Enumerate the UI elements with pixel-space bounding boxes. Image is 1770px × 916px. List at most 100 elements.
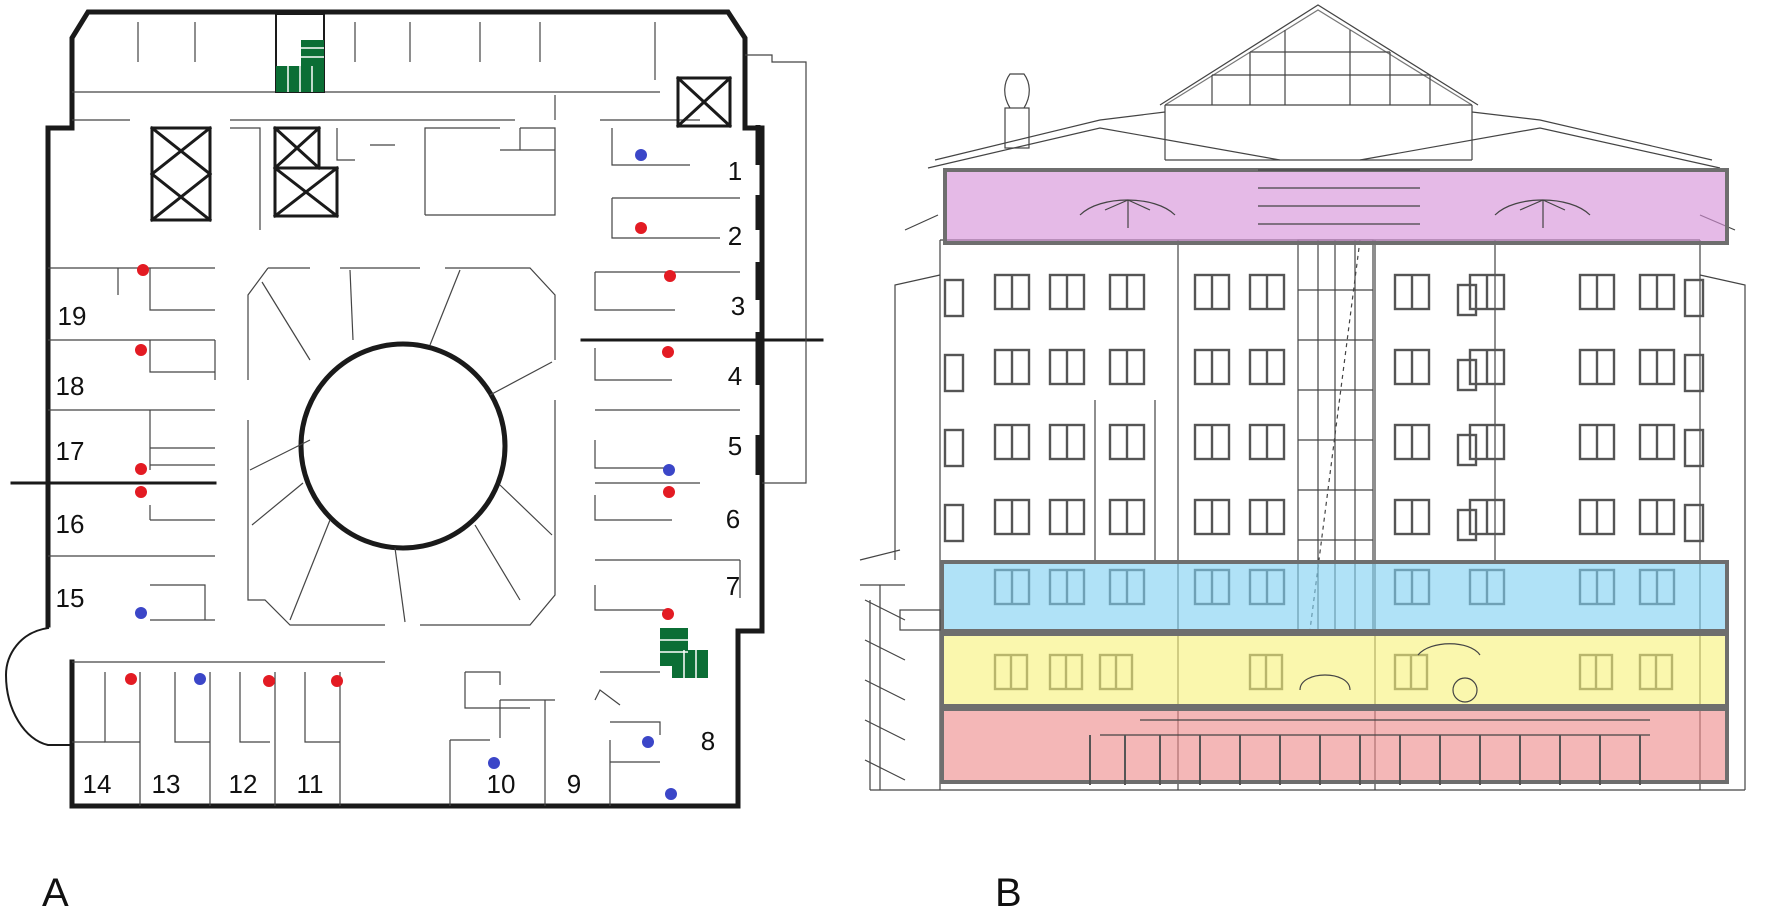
facade-window xyxy=(993,423,1031,461)
facade-window xyxy=(1248,498,1286,536)
facade-elevation-panel xyxy=(859,4,1746,791)
room-number-15: 15 xyxy=(56,583,85,613)
room-number-4: 4 xyxy=(728,361,742,391)
bay-wall xyxy=(4,626,73,746)
room-number-16: 16 xyxy=(56,509,85,539)
room-number-19: 19 xyxy=(58,301,87,331)
facade-window xyxy=(943,278,965,318)
room-number-2: 2 xyxy=(728,221,742,251)
central-offices xyxy=(230,127,556,230)
facade-window xyxy=(1248,273,1286,311)
sensor-markers xyxy=(125,149,677,800)
facade-window xyxy=(1108,273,1146,311)
room-number-14: 14 xyxy=(83,769,112,799)
sensor-marker xyxy=(135,486,147,498)
facade-window xyxy=(1393,273,1431,311)
sensor-marker xyxy=(664,270,676,282)
sensor-marker xyxy=(642,736,654,748)
facade-window xyxy=(1193,498,1231,536)
room-number-1: 1 xyxy=(728,156,742,186)
facade-window xyxy=(1456,358,1478,392)
facade-window xyxy=(1248,423,1286,461)
sensor-marker xyxy=(135,463,147,475)
facade-window xyxy=(1683,278,1705,318)
attic-dormers xyxy=(1079,169,1591,228)
facade-window xyxy=(1393,423,1431,461)
sensor-marker xyxy=(135,344,147,356)
facade-window xyxy=(1468,423,1506,461)
room-number-6: 6 xyxy=(726,504,740,534)
atrium xyxy=(247,267,556,626)
facade-window xyxy=(1683,503,1705,543)
band-middle xyxy=(940,632,1729,708)
stairs xyxy=(275,13,708,678)
band-ground xyxy=(940,707,1729,784)
room-number-18: 18 xyxy=(56,371,85,401)
sensor-marker xyxy=(635,149,647,161)
sensor-marker xyxy=(331,675,343,687)
room-number-3: 3 xyxy=(731,291,745,321)
facade-window xyxy=(1048,498,1086,536)
sensor-marker xyxy=(662,346,674,358)
roof-pyramid xyxy=(1159,4,1479,161)
sensor-marker xyxy=(663,464,675,476)
ground-floor-details xyxy=(1089,643,1650,785)
room-number-8: 8 xyxy=(701,726,715,756)
right-wing-partitions xyxy=(594,128,741,611)
facade-window xyxy=(943,428,965,468)
facade-window xyxy=(1683,428,1705,468)
room-number-17: 17 xyxy=(56,436,85,466)
facade-window xyxy=(1193,273,1231,311)
top-partitions xyxy=(72,22,700,121)
service-line xyxy=(745,54,807,484)
facade-window xyxy=(1456,433,1478,467)
floor-plan-panel: 1 2 3 4 5 6 7 8 9 10 11 12 13 14 15 16 1… xyxy=(4,9,824,809)
room-numbers: 1 2 3 4 5 6 7 8 9 10 11 12 13 14 15 16 1… xyxy=(56,156,746,799)
room-number-7: 7 xyxy=(726,571,740,601)
facade-window xyxy=(1108,498,1146,536)
facade-window xyxy=(993,273,1031,311)
facade-window xyxy=(1393,348,1431,386)
facade-window xyxy=(993,498,1031,536)
sensor-marker xyxy=(194,673,206,685)
facade-window xyxy=(1048,423,1086,461)
facade-window xyxy=(1578,348,1616,386)
sensor-marker xyxy=(635,222,647,234)
facade-window xyxy=(1048,348,1086,386)
facade-bands xyxy=(940,168,1729,784)
facade-window xyxy=(1578,273,1616,311)
facade-window xyxy=(1578,498,1616,536)
room-number-5: 5 xyxy=(728,431,742,461)
facade-window xyxy=(1456,283,1478,317)
panel-label-b: B xyxy=(995,871,1022,915)
facade-window xyxy=(943,353,965,393)
facade-window xyxy=(1193,348,1231,386)
facade-window xyxy=(1108,423,1146,461)
facade-window xyxy=(1578,423,1616,461)
sensor-marker xyxy=(135,607,147,619)
facade-window xyxy=(1638,273,1676,311)
room-number-13: 13 xyxy=(152,769,181,799)
facade-window xyxy=(1048,273,1086,311)
outer-wall xyxy=(45,9,765,809)
sensor-marker xyxy=(263,675,275,687)
sensor-marker xyxy=(137,264,149,276)
facade-window xyxy=(1468,498,1506,536)
panel-label-a: A xyxy=(42,871,69,915)
side-stair xyxy=(860,584,941,790)
room-number-10: 10 xyxy=(487,769,516,799)
facade-window xyxy=(1248,348,1286,386)
left-wing-partitions xyxy=(48,267,216,621)
facade-window xyxy=(993,348,1031,386)
facade-window xyxy=(1468,348,1506,386)
facade-window xyxy=(1468,273,1506,311)
chimney xyxy=(1004,73,1030,149)
facade-window xyxy=(943,503,965,543)
room-number-9: 9 xyxy=(567,769,581,799)
facade-window xyxy=(1638,423,1676,461)
elevator-shafts xyxy=(149,75,733,223)
band-upper xyxy=(940,560,1729,633)
facade-window xyxy=(1638,498,1676,536)
facade-window xyxy=(1393,498,1431,536)
room-number-12: 12 xyxy=(229,769,258,799)
